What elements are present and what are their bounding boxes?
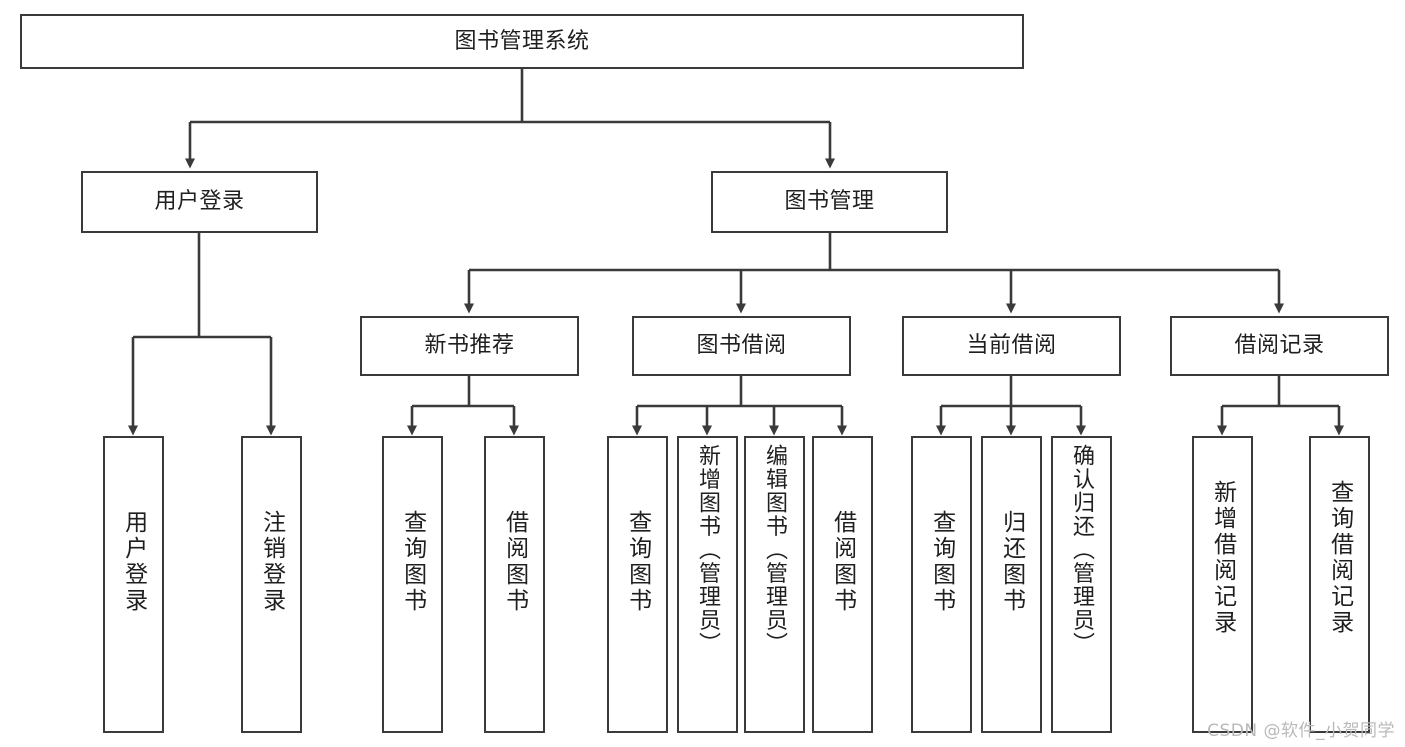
node-new-book-recommend[interactable]: 新书推荐 xyxy=(360,316,579,376)
node-book-borrow[interactable]: 图书借阅 xyxy=(632,316,851,376)
leaf-query-book-3[interactable]: 查询图书 xyxy=(911,436,972,733)
node-current-borrow[interactable]: 当前借阅 xyxy=(902,316,1121,376)
node-root[interactable]: 图书管理系统 xyxy=(20,14,1024,69)
leaf-add-borrow-record[interactable]: 新增借阅记录 xyxy=(1192,436,1253,733)
leaf-confirm-return-admin[interactable]: 确认归还（管理员） xyxy=(1051,436,1112,733)
node-user-login[interactable]: 用户登录 xyxy=(81,171,318,233)
leaf-user-login-label: 用户登录 xyxy=(120,510,147,614)
leaf-query-book-1[interactable]: 查询图书 xyxy=(382,436,443,733)
leaf-edit-book-admin-label: 编辑图书（管理员） xyxy=(762,444,788,656)
leaf-query-borrow-record[interactable]: 查询借阅记录 xyxy=(1309,436,1370,733)
watermark-text: CSDN @软件_小贺同学 xyxy=(1207,721,1395,741)
leaf-query-book-2-label: 查询图书 xyxy=(624,510,651,614)
leaf-return-book[interactable]: 归还图书 xyxy=(981,436,1042,733)
node-current-borrow-label: 当前借阅 xyxy=(966,333,1057,359)
leaf-user-login[interactable]: 用户登录 xyxy=(103,436,164,733)
leaf-borrow-book-2[interactable]: 借阅图书 xyxy=(812,436,873,733)
node-book-borrow-label: 图书借阅 xyxy=(696,333,787,359)
leaf-borrow-book-1-label: 借阅图书 xyxy=(501,510,528,614)
leaf-add-book-admin[interactable]: 新增图书（管理员） xyxy=(677,436,738,733)
leaf-add-book-admin-label: 新增图书（管理员） xyxy=(695,444,721,656)
leaf-query-book-2[interactable]: 查询图书 xyxy=(607,436,668,733)
node-book-management[interactable]: 图书管理 xyxy=(711,171,948,233)
leaf-logout[interactable]: 注销登录 xyxy=(241,436,302,733)
node-borrow-record[interactable]: 借阅记录 xyxy=(1170,316,1389,376)
leaf-confirm-return-admin-label: 确认归还（管理员） xyxy=(1069,444,1095,656)
node-root-label: 图书管理系统 xyxy=(454,28,590,54)
node-borrow-record-label: 借阅记录 xyxy=(1234,333,1325,359)
node-user-login-label: 用户登录 xyxy=(154,189,245,215)
leaf-query-book-1-label: 查询图书 xyxy=(399,510,426,614)
leaf-query-borrow-record-label: 查询借阅记录 xyxy=(1326,480,1353,636)
leaf-add-borrow-record-label: 新增借阅记录 xyxy=(1209,480,1236,636)
leaf-return-book-label: 归还图书 xyxy=(998,510,1025,614)
leaf-borrow-book-1[interactable]: 借阅图书 xyxy=(484,436,545,733)
leaf-borrow-book-2-label: 借阅图书 xyxy=(829,510,856,614)
leaf-query-book-3-label: 查询图书 xyxy=(928,510,955,614)
node-book-management-label: 图书管理 xyxy=(784,189,875,215)
leaf-logout-label: 注销登录 xyxy=(258,510,285,614)
node-new-book-recommend-label: 新书推荐 xyxy=(424,333,515,359)
leaf-edit-book-admin[interactable]: 编辑图书（管理员） xyxy=(744,436,805,733)
